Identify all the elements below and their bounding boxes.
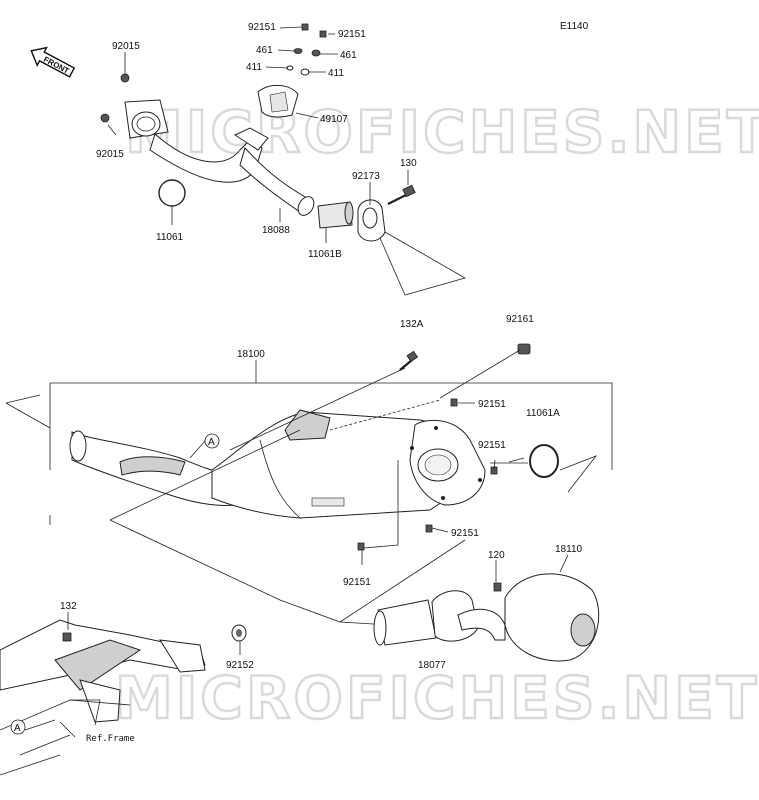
label-11061a: 11061A [526,408,560,419]
label-92152: 92152 [226,660,254,671]
bolt-130 [387,184,416,205]
screw-92151-c [450,398,458,407]
washer-461-b [311,49,321,57]
nut-92015-b [100,113,110,123]
label-411-b: 411 [328,68,344,79]
label-92161: 92161 [506,314,534,325]
collar-92152 [231,624,247,642]
washer-411-b [300,68,310,76]
label-18110: 18110 [555,544,583,555]
bolt-92151-b [319,30,327,38]
label-18088: 18088 [262,225,290,236]
clamp-92173 [357,199,386,242]
svg-text:A: A [208,437,215,448]
label-92151-f: 92151 [343,577,371,588]
label-120: 120 [488,550,505,561]
heat-shield-49107 [257,85,299,118]
front-arrow-icon: FRONT [30,46,76,78]
label-411-a: 411 [246,62,262,73]
label-92151-e: 92151 [451,528,479,539]
watermark-top: MICROFICHES.NET [125,98,759,166]
label-11061b: 11061B [308,249,342,260]
header-pipe [124,99,315,216]
label-92015-a: 92015 [112,41,140,52]
watermark-bottom: MICROFICHES.NET [115,664,759,732]
label-92015-b: 92015 [96,149,124,160]
screw-92151-f [357,542,365,551]
muffler-18100 [69,409,486,519]
label-ref-frame: Ref.Frame [86,734,135,744]
washer-461-a [293,48,303,54]
gasket-11061b [317,201,354,229]
screw-92151-e [425,524,433,533]
label-11061: 11061 [156,232,184,243]
end-cap-18110 [504,573,600,662]
label-92151-a: 92151 [248,22,276,33]
label-92173: 92173 [352,171,380,182]
label-130: 130 [400,158,417,169]
screw-120 [493,582,502,592]
label-132a: 132A [400,319,424,330]
bolt-92151-a [301,23,309,31]
bolt-132 [62,632,72,642]
label-18077: 18077 [418,660,446,671]
label-461-a: 461 [256,45,273,56]
gasket-11061 [158,179,186,207]
nut-92015-a [120,73,130,83]
inner-pipe-18077 [373,590,506,646]
gasket-11061a [529,444,559,478]
label-132: 132 [60,601,77,612]
label-92151-d: 92151 [478,440,506,451]
label-18100: 18100 [237,349,265,360]
callout-a-bottom: A [10,719,26,735]
assembly-frame-18100 [5,382,613,525]
diagram-code: E1140 [560,21,589,32]
label-49107: 49107 [320,114,348,125]
svg-text:A: A [14,723,21,734]
label-92151-b: 92151 [338,29,366,40]
nut-92161 [517,343,531,355]
label-461-b: 461 [340,50,357,61]
label-92151-c: 92151 [478,399,506,410]
bolt-132a [399,350,419,371]
callout-a-top: A [204,433,220,449]
frame-mount [0,619,206,776]
